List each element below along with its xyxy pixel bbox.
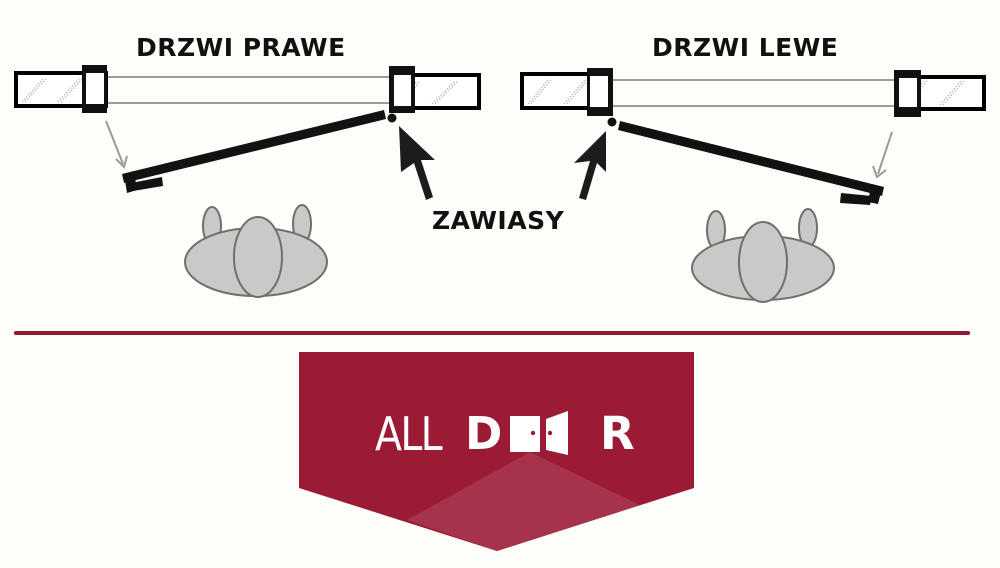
logo-door-closed-icon bbox=[510, 416, 540, 452]
right-door-diagram bbox=[14, 65, 481, 298]
brand-logo: ALL D R bbox=[375, 407, 635, 461]
logo-letter-r: R bbox=[600, 407, 635, 460]
logo-door-open-icon bbox=[546, 411, 568, 455]
right-door-title: DRZWI PRAWE bbox=[136, 33, 346, 62]
hinge-dot-icon bbox=[607, 117, 617, 127]
logo-letter-d: D bbox=[465, 407, 503, 460]
wall-frame-right-icon bbox=[389, 66, 481, 113]
hinge-pointer-arrow-icon bbox=[574, 131, 606, 200]
hinges-label: ZAWIASY bbox=[432, 206, 565, 235]
door-leaf-icon bbox=[122, 110, 386, 193]
door-leaf-icon bbox=[618, 121, 884, 205]
swing-arrow-icon bbox=[105, 120, 128, 169]
left-door-title: DRZWI LEWE bbox=[652, 33, 839, 62]
hinge-dot-icon bbox=[387, 113, 397, 123]
wall-frame-right-icon bbox=[894, 70, 986, 117]
hinge-pointer-arrow-icon bbox=[399, 126, 435, 200]
wall-frame-left-icon bbox=[14, 65, 108, 113]
person-figure-icon bbox=[691, 208, 835, 303]
brand-banner bbox=[299, 352, 694, 551]
left-door-diagram bbox=[520, 68, 986, 303]
logo-prefix: ALL bbox=[375, 407, 443, 461]
person-figure-icon bbox=[184, 204, 328, 298]
swing-arrow-icon bbox=[872, 131, 893, 179]
wall-frame-left-icon bbox=[520, 68, 613, 116]
